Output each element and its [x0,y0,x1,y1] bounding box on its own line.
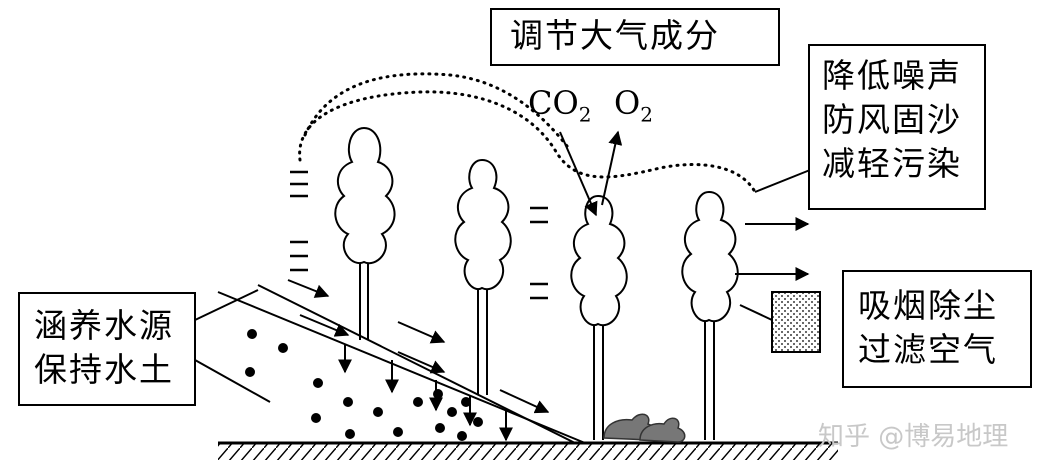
o2-main: O [614,84,641,122]
animal-icon [603,413,686,443]
tree-2 [454,158,512,395]
windbreak-label: 防风固沙 [822,100,962,139]
hill-slope [217,284,586,444]
noise-wind-pollution-box: 降低噪声 防风固沙 减轻污染 [808,44,986,210]
runoff-arrows [287,279,550,414]
wind-out-arrows [735,217,810,281]
regulate-atmosphere-label: 调节大气成分 [510,16,720,55]
regulate-atmosphere-box: 调节大气成分 [490,8,780,66]
soil-water-dots [245,329,483,441]
gas-exchange-arrows [559,130,623,217]
water-soil-box: 涵养水源 保持水土 [18,292,196,406]
o2-subscript: 2 [640,102,653,127]
water-label-pointers [194,289,271,403]
dust-absorb-label: 吸烟除尘 [858,286,998,325]
dust-box [739,291,821,353]
atmosphere-dotted-line-outer [303,72,572,152]
co2-label: CO2 [528,84,591,126]
infiltration-arrows [338,345,513,442]
dust-air-box: 吸烟除尘 过滤空气 [842,270,1032,388]
o2-label: O2 [614,84,653,126]
water-conservation-label: 涵养水源 [34,306,174,345]
air-filter-label: 过滤空气 [858,330,998,369]
pollution-label: 减轻污染 [822,144,962,183]
co2-main: CO [528,84,579,122]
ground [218,441,838,460]
tree-4 [681,190,739,440]
watermark: 知乎 @博易地理 [818,422,1009,452]
noise-label: 降低噪声 [822,56,962,95]
soil-conservation-label: 保持水土 [34,350,174,389]
noise-label-pointer [754,169,811,193]
co2-subscript: 2 [578,102,592,127]
atmosphere-dotted-line [298,90,757,194]
wind-dashes [290,170,548,300]
tree-1 [334,126,396,340]
tree-3 [570,194,628,440]
